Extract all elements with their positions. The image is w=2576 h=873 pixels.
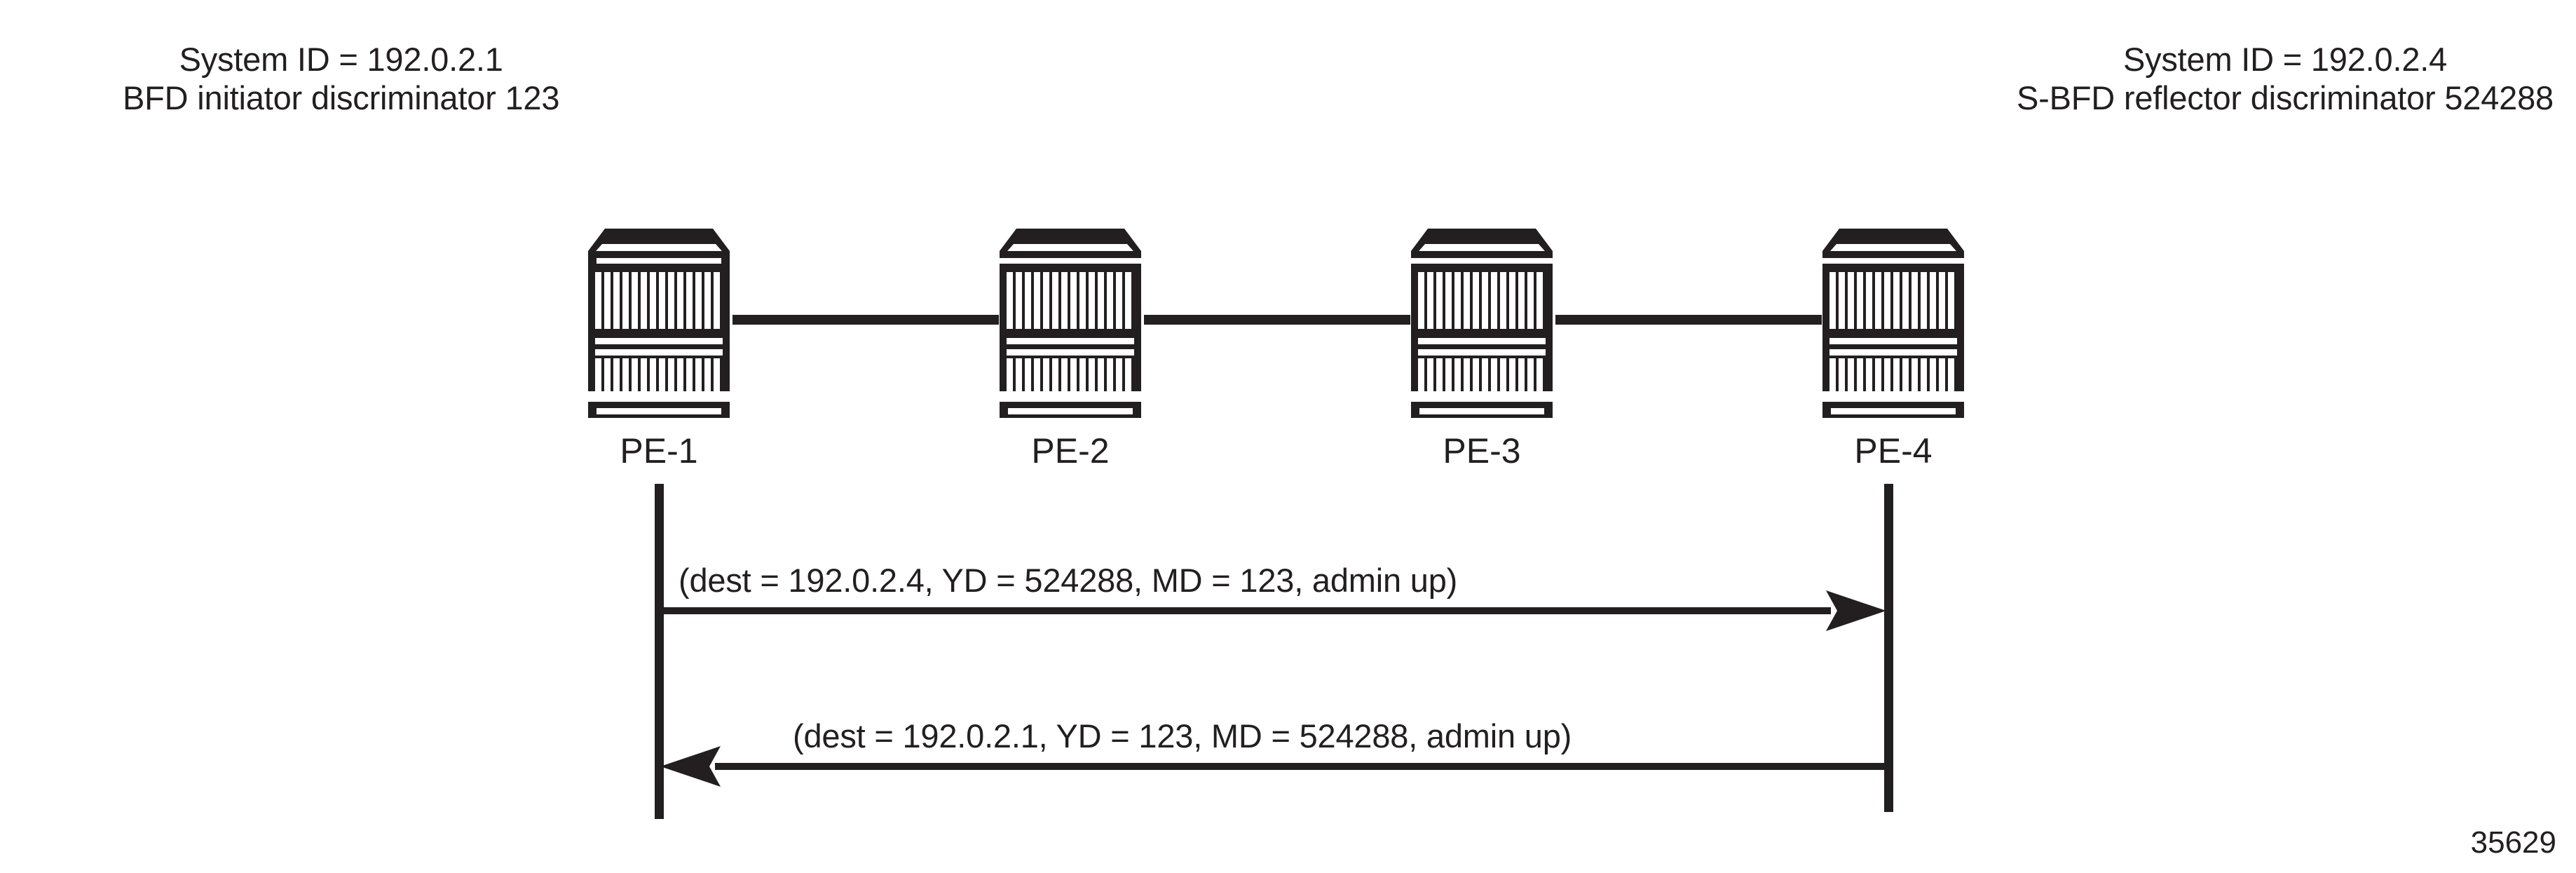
router-pe-2-lower [990, 358, 1151, 421]
router-pe-4-lower [1813, 358, 1974, 421]
link-pe3-pe4 [1555, 315, 1822, 325]
annotation-right-reflector: System ID = 192.0.2.4 S-BFD reflector di… [2017, 41, 2554, 118]
figure-id: 35629 [2470, 825, 2556, 860]
router-pe-1[interactable] [578, 210, 740, 391]
link-pe1-pe2 [732, 315, 999, 325]
router-pe-1-lower [578, 358, 740, 421]
annotation-left-system-id: System ID = 192.0.2.1 [179, 41, 503, 78]
arrowhead-right-icon [1826, 588, 1889, 634]
node-label-pe-4: PE-4 [1854, 431, 1933, 471]
annotation-left-discriminator: BFD initiator discriminator 123 [123, 79, 560, 116]
annotation-left-initiator: System ID = 192.0.2.1 BFD initiator disc… [123, 41, 560, 118]
node-label-pe-2: PE-2 [1031, 431, 1110, 471]
message-label-reflector: (dest = 192.0.2.1, YD = 123, MD = 524288… [793, 717, 1572, 754]
message-line-initiator [659, 607, 1831, 614]
message-line-reflector [715, 763, 1887, 770]
arrowhead-left-icon [657, 743, 721, 790]
link-pe2-pe3 [1144, 315, 1410, 325]
node-label-pe-1: PE-1 [620, 431, 698, 471]
router-pe-3-lower [1401, 358, 1562, 421]
lifeline-pe-1 [655, 484, 664, 819]
router-pe-2[interactable] [990, 210, 1151, 391]
node-label-pe-3: PE-3 [1443, 431, 1521, 471]
annotation-right-system-id: System ID = 192.0.2.4 [2122, 41, 2448, 78]
annotation-right-discriminator: S-BFD reflector discriminator 524288 [2017, 79, 2554, 116]
lifeline-pe-4 [1884, 484, 1893, 812]
message-label-initiator: (dest = 192.0.2.4, YD = 524288, MD = 123… [679, 562, 1458, 599]
